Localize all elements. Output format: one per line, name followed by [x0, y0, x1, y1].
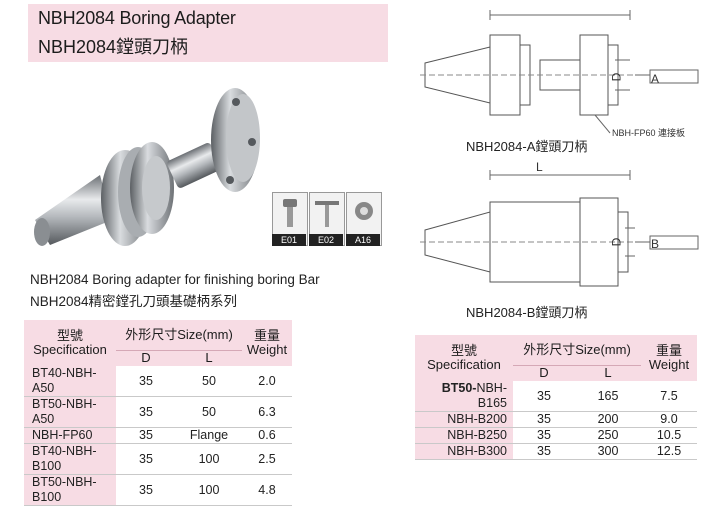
header-weight: 重量 Weight	[641, 335, 697, 381]
cell-weight: 4.8	[242, 474, 292, 506]
cell-weight: 9.0	[641, 411, 697, 428]
cell-code: BT40-NBH-A50	[24, 366, 116, 397]
cell-weight: 7.5	[641, 381, 697, 412]
cell-code: BT40-NBH-B100	[24, 443, 116, 475]
header-weight-en: Weight	[648, 357, 690, 372]
diagram-b-tag: B	[651, 237, 660, 251]
description-english: NBH2084 Boring adapter for finishing bor…	[30, 272, 320, 287]
page-title: NBH2084 Boring Adapter	[38, 8, 236, 28]
header-weight-zh: 重量	[655, 343, 682, 358]
cell-weight: 12.5	[641, 443, 697, 460]
header-model-zh: 型號	[56, 328, 83, 343]
cell-d: 35	[513, 411, 575, 428]
header-col-l: L	[176, 350, 242, 366]
cell-l: 300	[575, 443, 641, 460]
diagram-b-caption: NBH2084-B鏜頭刀柄	[466, 305, 588, 320]
plate-label: NBH-FP60 連接板	[612, 128, 686, 138]
screw-icon	[283, 199, 297, 227]
cell-l: 165	[575, 381, 641, 412]
header-model-en: Specification	[33, 342, 107, 357]
header-col-l: L	[575, 365, 641, 381]
header-model: 型號 Specification	[415, 335, 513, 381]
cell-code: BT50-NBH-A50	[24, 396, 116, 428]
cell-weight: 10.5	[641, 427, 697, 444]
diagram-a-caption: NBH2084-A鏜頭刀柄	[466, 139, 588, 154]
accessory-label-e01: E01	[272, 234, 306, 246]
cell-l: 100	[176, 443, 242, 475]
cell-l: 50	[176, 366, 242, 397]
header-size: 外形尺寸Size(mm)	[513, 335, 641, 366]
diagram-b	[420, 170, 699, 287]
cell-weight: 2.5	[242, 443, 292, 475]
cell-code: BT50-NBH-B100	[24, 474, 116, 506]
accessory-label-e02: E02	[309, 234, 343, 246]
header-weight-en: Weight	[246, 342, 288, 357]
cell-code: NBH-B200	[415, 411, 513, 428]
cell-d: 35	[513, 381, 575, 412]
title-banner	[28, 4, 388, 62]
spec-table-right: 型號 Specification 外形尺寸Size(mm) 重量 Weight …	[415, 335, 697, 460]
spec-table-left: 型號 Specification 外形尺寸Size(mm) 重量 Weight …	[24, 320, 292, 506]
cell-weight: 6.3	[242, 396, 292, 428]
cell-d: 35	[116, 427, 176, 444]
cell-code: BT50-NBH-B165	[415, 381, 513, 412]
cell-code: NBH-B300	[415, 443, 513, 460]
diagram-a-tag: A	[651, 72, 660, 86]
product-photo	[34, 88, 260, 246]
header-col-d: D	[513, 365, 575, 381]
description-chinese: NBH2084精密鏜孔刀頭基礎柄系列	[30, 294, 238, 309]
header-model: 型號 Specification	[24, 320, 116, 366]
cell-l: 100	[176, 474, 242, 506]
cell-d: 35	[513, 443, 575, 460]
diagram-a-dim-d: D	[609, 72, 624, 82]
diagram-b-dim-d: D	[609, 237, 624, 247]
nut-icon	[355, 202, 373, 220]
header-model-zh: 型號	[450, 343, 477, 358]
cell-d: 35	[513, 427, 575, 444]
cell-code-suffix: NBH-B165	[476, 381, 507, 410]
cell-weight: 0.6	[242, 427, 292, 444]
cell-weight: 2.0	[242, 366, 292, 397]
cell-l: 50	[176, 396, 242, 428]
diagram-a	[420, 10, 699, 134]
diagram-b-dim-l: L	[536, 160, 543, 174]
cell-l: 250	[575, 427, 641, 444]
wrench-icon	[315, 201, 339, 227]
header-model-en: Specification	[427, 357, 501, 372]
header-size: 外形尺寸Size(mm)	[116, 320, 242, 351]
cell-l: Flange	[176, 427, 242, 444]
cell-code-prefix: BT50-	[441, 381, 477, 395]
header-weight-zh: 重量	[253, 328, 280, 343]
cell-d: 35	[116, 443, 176, 475]
cell-d: 35	[116, 474, 176, 506]
cell-d: 35	[116, 396, 176, 428]
cell-code: NBH-FP60	[24, 427, 116, 444]
cell-l: 200	[575, 411, 641, 428]
cell-d: 35	[116, 366, 176, 397]
page-title-chinese: NBH2084鏜頭刀柄	[38, 37, 189, 57]
cell-code: NBH-B250	[415, 427, 513, 444]
header-weight: 重量 Weight	[242, 320, 292, 366]
header-col-d: D	[116, 350, 176, 366]
accessory-label-a16: A16	[346, 234, 380, 246]
